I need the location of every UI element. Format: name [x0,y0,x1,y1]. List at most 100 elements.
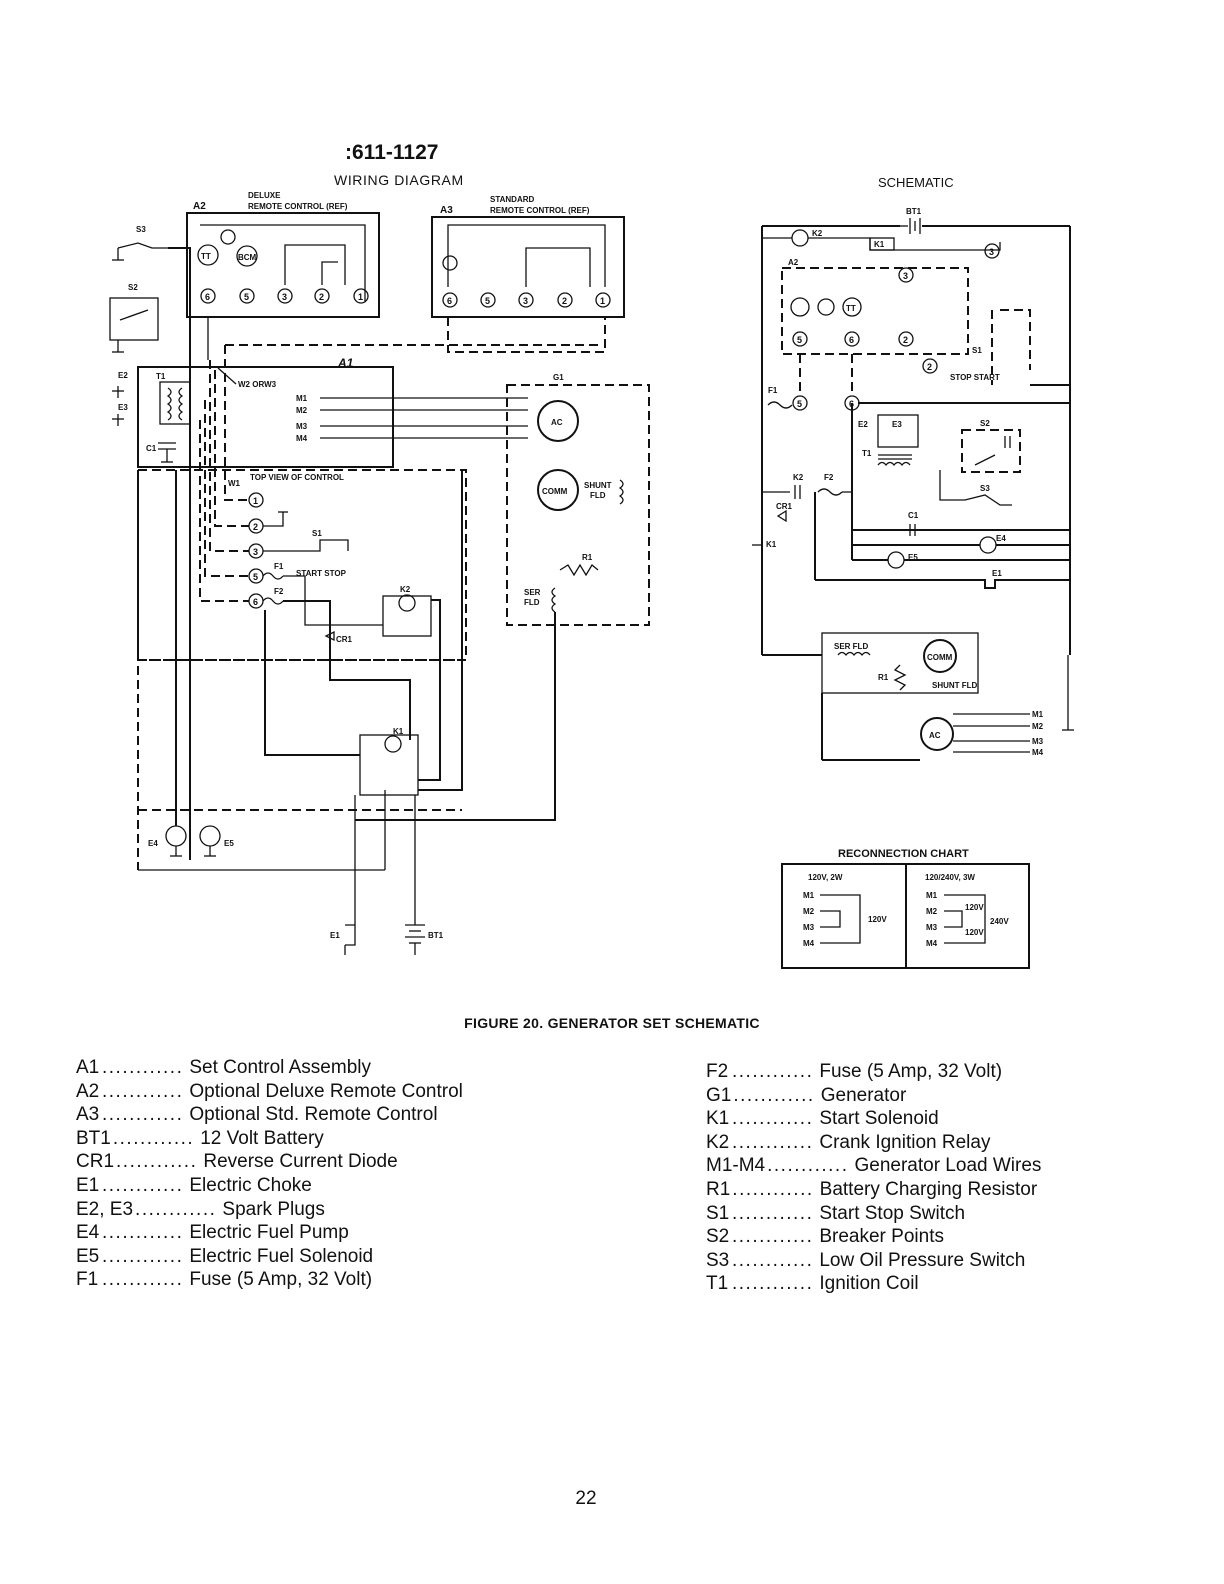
legend-leader-dots: ............ [112,1127,195,1149]
legend-description: Crank Ignition Relay [819,1131,991,1153]
k1-label: K1 [393,727,404,736]
legend-description: Start Stop Switch [819,1202,966,1224]
k1-contact-label: K1 [766,540,777,549]
svg-text:M3: M3 [803,923,815,932]
legend-code: K1 [706,1108,730,1130]
k2-contact-label: K2 [793,473,804,482]
svg-text:6: 6 [849,335,854,345]
reconnection-120v: M1 M2 M3 M4 120V [803,891,887,948]
s1-label: S1 [972,346,982,355]
e2-label: E2 [118,371,128,380]
svg-text:COMM: COMM [542,487,568,496]
legend-code: G1 [706,1084,732,1106]
a2-label: A2 [788,258,799,267]
legend-description: Low Oil Pressure Switch [819,1249,1026,1271]
svg-text:240V: 240V [990,917,1009,926]
w2-label: W2 ORW3 [238,380,277,389]
svg-text:FLD: FLD [590,491,606,500]
legend-code: A1 [76,1057,100,1078]
svg-text:6: 6 [253,597,258,607]
field-box [821,632,979,694]
legend-item: S3............Low Oil Pressure Switch [706,1249,1041,1273]
legend-item: A3............Optional Std. Remote Contr… [76,1103,463,1127]
legend-leader-dots: ............ [102,1057,184,1078]
reconnection-title: RECONNECTION CHART [838,848,969,860]
e4-label: E4 [996,534,1006,543]
g1-box [506,384,650,626]
legend-description: Reverse Current Diode [203,1151,398,1173]
bt1-label: BT1 [906,207,922,216]
a2-terminals: 6 5 3 2 1 [200,288,369,304]
e1-choke-icon [345,924,356,946]
legend-item: R1............Battery Charging Resistor [706,1178,1041,1202]
legend-code: S1 [706,1202,730,1224]
svg-text:M4: M4 [296,434,308,443]
e1-label: E1 [330,931,340,940]
part-number: :611-1127 [345,141,438,164]
ignition-coil-icon [159,381,191,425]
svg-text:M4: M4 [803,939,815,948]
cr1-diode-icon [776,509,787,523]
r1-label: R1 [582,553,593,562]
schematic: SCHEMATIC BT1 K2 K1 3 A2 3 TT 5 6 2 2 S1… [752,175,1074,761]
svg-text:5: 5 [485,296,490,306]
legend-code: CR1 [76,1151,115,1173]
svg-text:M1: M1 [296,394,308,403]
r1-resistor-icon [559,563,599,577]
e4-fuel-pump-icon [979,536,997,554]
legend-item: A1............Set Control Assembly [76,1056,463,1080]
legend-description: Optional Deluxe Remote Control [189,1080,463,1102]
svg-text:120V: 120V [868,915,887,924]
legend-leader-dots: ............ [102,1245,184,1267]
svg-text:M1: M1 [1032,710,1044,719]
bcm-gauge-icon [236,245,258,267]
a3-remote-box [431,216,625,318]
reconnection-chart: RECONNECTION CHART 120V, 2W 120/240V, 3W… [781,848,1030,969]
svg-text:2: 2 [927,362,932,372]
legend-code: R1 [706,1178,731,1200]
ac-generator-icon [920,717,954,751]
c1-label: C1 [146,444,157,453]
legend-leader-dots: ............ [732,1108,814,1130]
e4-label: E4 [148,839,158,848]
svg-text:2: 2 [903,335,908,345]
legend-leader-dots: ............ [732,1226,814,1248]
svg-text:1: 1 [600,296,605,306]
svg-text:3: 3 [903,271,908,281]
svg-text:COMM: COMM [927,653,953,662]
spark-plug-icon [877,414,919,448]
terminal-strip: 1 2 3 5 6 [248,492,264,609]
e1-label: E1 [992,569,1002,578]
col-120-240v-3w: 120/240V, 3W [925,873,975,882]
lamp-icon [442,255,458,271]
ac-generator-icon [537,400,579,442]
a2-schematic-box [781,267,969,355]
a1-box [137,366,394,468]
lamp-icon [220,229,236,245]
cr1-label: CR1 [776,502,793,511]
legend-description: Generator [820,1084,907,1106]
k2-label: K2 [400,585,411,594]
k2-label: K2 [812,229,823,238]
k2-coil-icon [791,229,809,247]
spark-plug-icon [112,386,124,426]
s2-label: S2 [128,283,138,292]
load-wires: M1 M2 M3 M4 [296,394,528,443]
svg-text:AC: AC [551,418,563,427]
shunt-field-coil-icon [618,479,624,505]
f2-label: F2 [824,473,834,482]
legend-item: K1............Start Solenoid [706,1107,1041,1131]
svg-text:AC: AC [929,731,941,740]
f2-fuse-icon [262,597,284,605]
legend-item: E1............Electric Choke [76,1174,463,1198]
svg-text:M1: M1 [803,891,815,900]
svg-text:3: 3 [989,247,994,257]
svg-text:5: 5 [797,399,802,409]
svg-text:3: 3 [253,547,258,557]
commutator-icon [923,639,957,673]
legend-leader-dots: ............ [116,1151,198,1173]
legend-code: E2, E3 [76,1198,134,1220]
a3-terminals: 6 5 3 2 1 [442,292,611,308]
svg-text:M3: M3 [296,422,308,431]
